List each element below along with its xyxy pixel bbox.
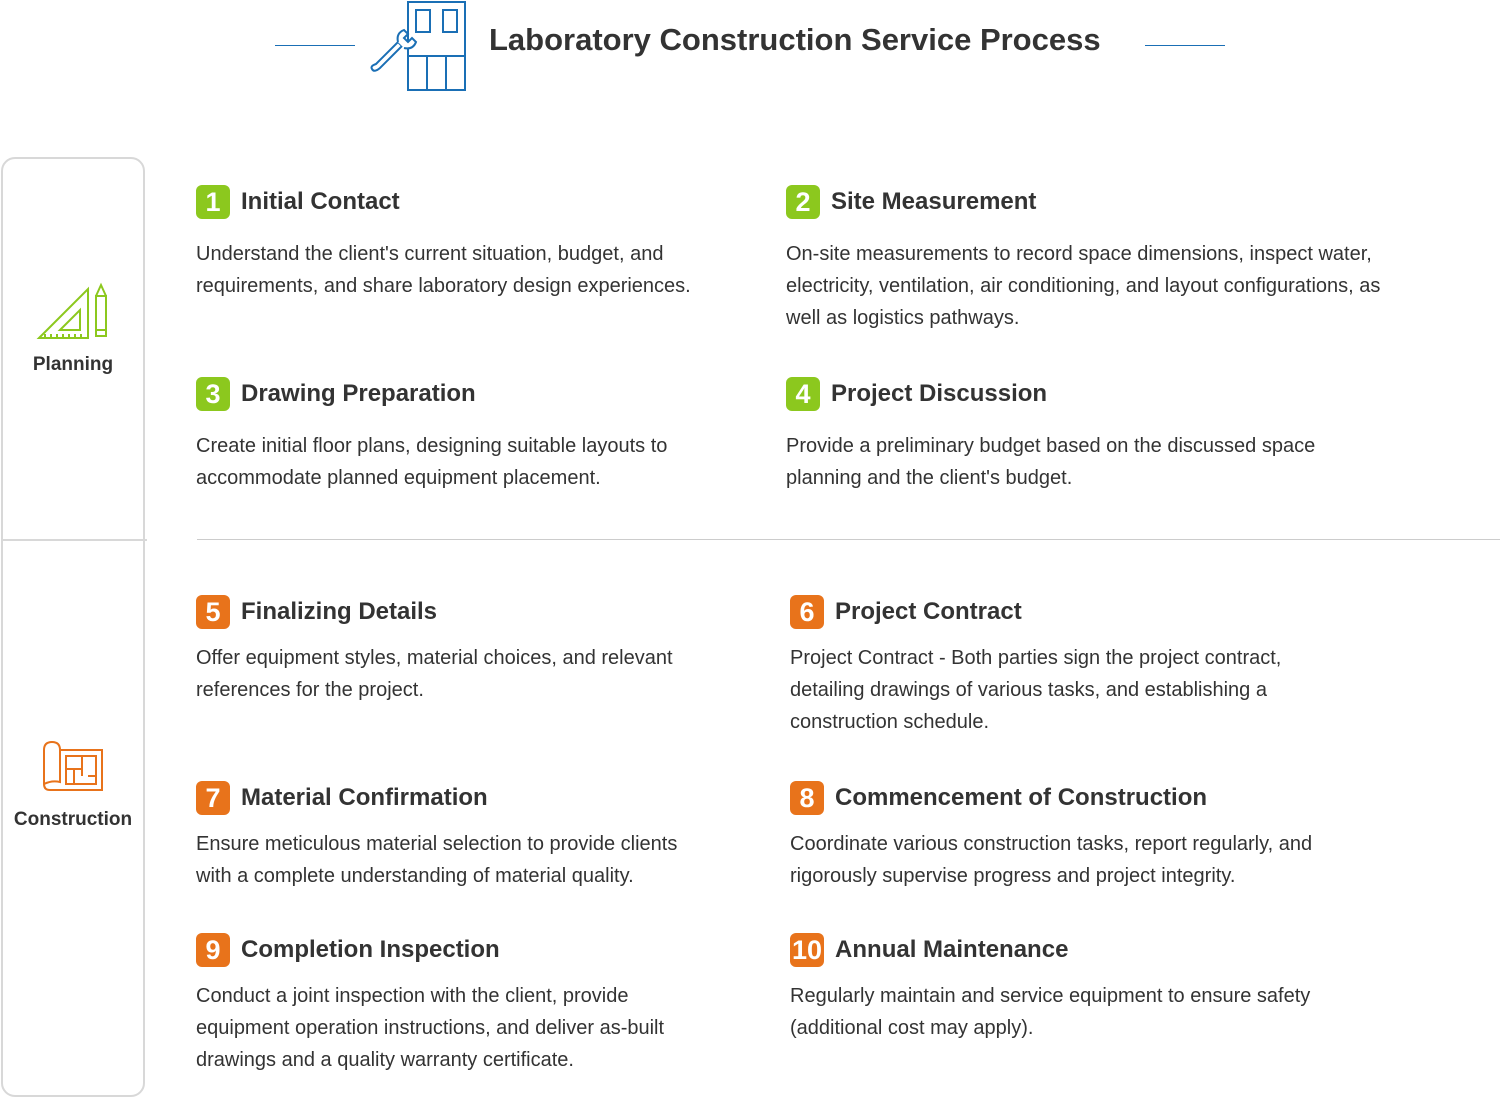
header-divider-right <box>1145 45 1225 46</box>
step-title: Drawing Preparation <box>241 380 476 407</box>
phase-divider <box>197 539 1500 540</box>
step-5: 5 Finalizing Details Offer equipment sty… <box>196 594 816 706</box>
step-number-badge: 6 <box>790 595 824 629</box>
step-title: Annual Maintenance <box>835 936 1069 963</box>
step-description: Understand the client's current situatio… <box>196 243 691 297</box>
step-title: Project Discussion <box>831 380 1048 407</box>
step-title: Completion Inspection <box>241 936 500 963</box>
step-description: Regularly maintain and service equipment… <box>790 985 1311 1039</box>
step-title: Site Measurement <box>831 188 1037 215</box>
building-wrench-icon <box>370 1 466 91</box>
header-divider-left <box>275 45 355 46</box>
step-description: Ensure meticulous material selection to … <box>196 833 678 887</box>
step-7: 7 Material Confirmation Ensure meticulou… <box>196 780 816 892</box>
step-description: Provide a preliminary budget based on th… <box>786 435 1316 489</box>
step-4: 4 Project Discussion Provide a prelimina… <box>786 376 1406 494</box>
page-title: Laboratory Construction Service Process <box>489 22 1101 57</box>
step-number-badge: 8 <box>790 781 824 815</box>
ruler-pencil-icon <box>36 282 107 339</box>
step-title: Finalizing Details <box>241 598 438 625</box>
step-title: Initial Contact <box>241 188 400 215</box>
construction-label: Construction <box>13 809 133 830</box>
sidebar-divider <box>1 539 147 541</box>
step-number-badge: 3 <box>196 377 230 411</box>
step-title: Project Contract <box>835 598 1022 625</box>
step-description: Offer equipment styles, material choices… <box>196 647 673 701</box>
step-number-badge: 4 <box>786 377 820 411</box>
step-number-badge: 5 <box>196 595 230 629</box>
step-3: 3 Drawing Preparation Create initial flo… <box>196 376 816 494</box>
step-title: Commencement of Construction <box>835 784 1208 811</box>
step-6: 6 Project Contract Project Contract - Bo… <box>790 594 1410 738</box>
step-description: Conduct a joint inspection with the clie… <box>196 985 665 1071</box>
blueprint-icon <box>43 741 103 791</box>
step-description: Project Contract - Both parties sign the… <box>790 647 1282 733</box>
step-description: On-site measurements to record space dim… <box>786 243 1381 329</box>
step-10: 10 Annual Maintenance Regularly maintain… <box>790 932 1410 1044</box>
step-number-badge: 9 <box>196 933 230 967</box>
step-1: 1 Initial Contact Understand the client'… <box>196 184 816 302</box>
step-description: Create initial floor plans, designing su… <box>196 435 668 489</box>
step-2: 2 Site Measurement On-site measurements … <box>786 184 1406 334</box>
step-title: Material Confirmation <box>241 784 488 811</box>
step-number-badge: 10 <box>790 933 825 967</box>
step-number-badge: 7 <box>196 781 230 815</box>
step-8: 8 Commencement of Construction Coordinat… <box>790 780 1410 892</box>
planning-label: Planning <box>32 354 114 375</box>
step-description: Coordinate various construction tasks, r… <box>790 833 1313 887</box>
step-number-badge: 1 <box>196 185 230 219</box>
step-9: 9 Completion Inspection Conduct a joint … <box>196 932 816 1076</box>
step-number-badge: 2 <box>786 185 820 219</box>
